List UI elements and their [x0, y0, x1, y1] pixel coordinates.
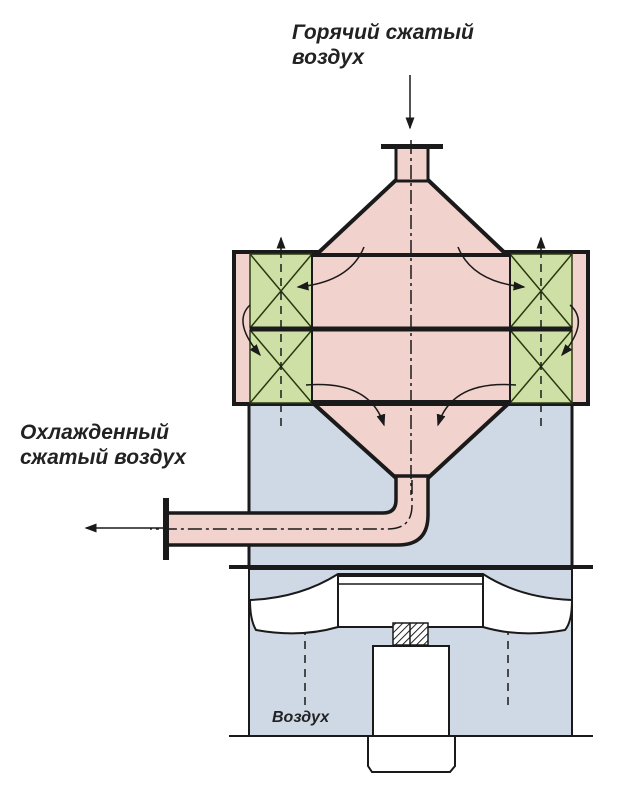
- cooled-air-line1: Охлажденный: [20, 421, 170, 444]
- cooled-compressed-air-label: Охлажденный сжатый воздух: [20, 420, 186, 470]
- motor: [372, 645, 450, 737]
- motor-base: [367, 735, 456, 773]
- cooled-air-line2: сжатый воздух: [20, 446, 187, 470]
- air-inlet-label: Воздух: [272, 709, 330, 726]
- hot-air-line2: воздух: [292, 46, 365, 70]
- centerlines: [150, 140, 413, 530]
- inlet-flange: [381, 144, 443, 149]
- hot-air-line1: Горячий сжатый: [292, 21, 474, 44]
- flow-arrows: [84, 75, 579, 620]
- hot-compressed-air-label: Горячий сжатый воздух: [292, 20, 474, 70]
- inlet-pipe: [394, 145, 430, 183]
